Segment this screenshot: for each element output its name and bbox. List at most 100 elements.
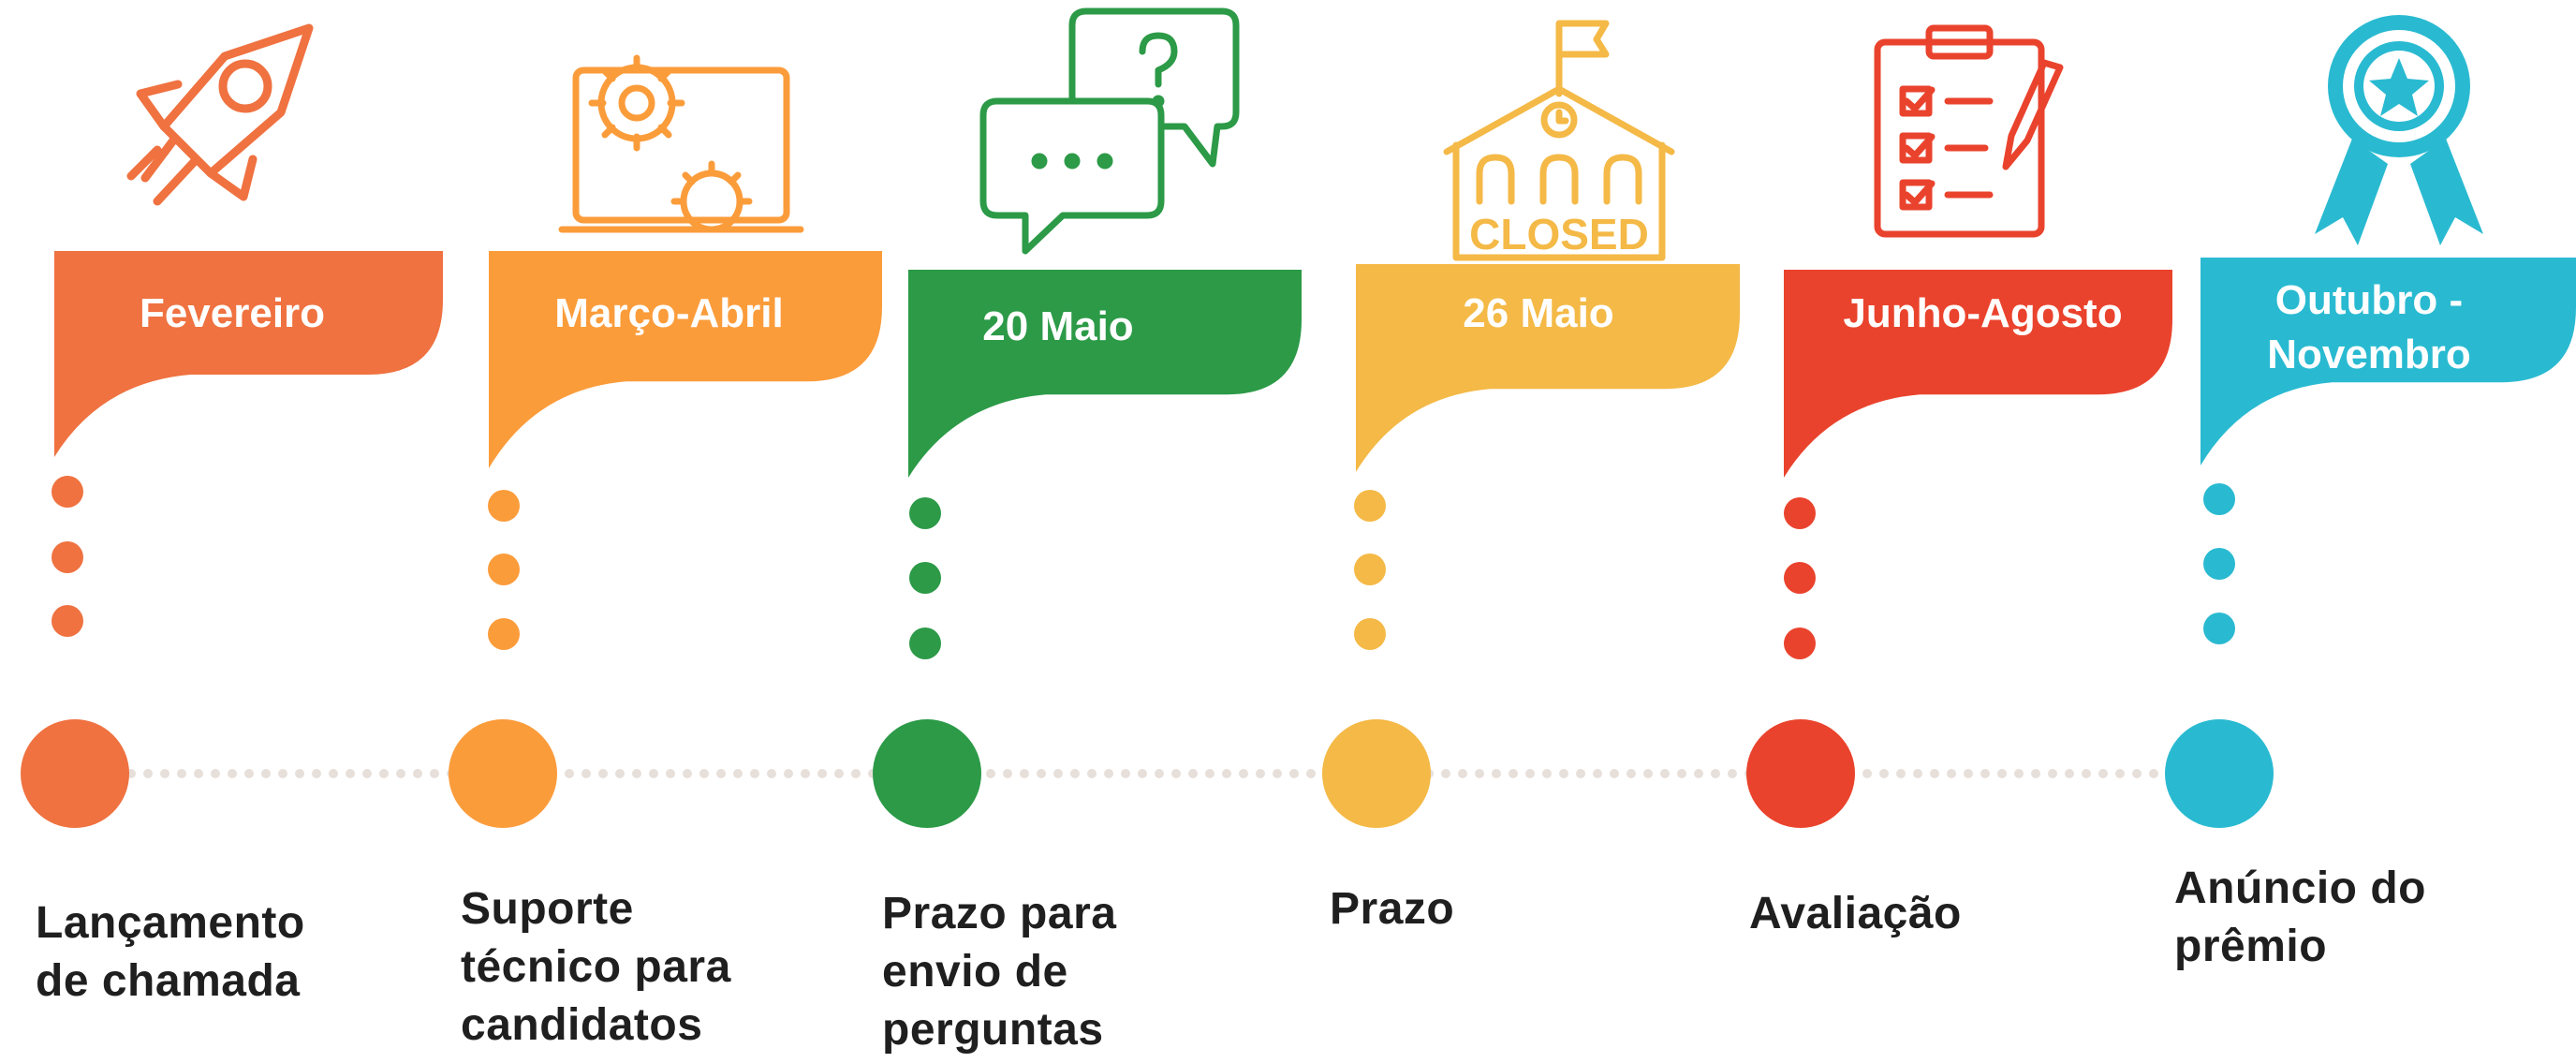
connector-dot	[143, 769, 153, 778]
date-label-junho-agosto: Junho-Agosto	[1843, 290, 2123, 336]
connector-dot	[581, 769, 591, 778]
connector-dot	[1559, 769, 1568, 778]
leader-dot	[1784, 627, 1816, 659]
connector-dot	[312, 769, 321, 778]
connector-dot	[767, 769, 776, 778]
connector-dot	[733, 769, 743, 778]
leader-dot	[2203, 483, 2235, 515]
connector-dot	[1087, 769, 1097, 778]
step-label-prazo: Prazo	[1330, 884, 1455, 934]
leader-dot	[52, 605, 83, 637]
connector-dot	[801, 769, 810, 778]
leader-dot	[2203, 548, 2235, 580]
chat-question-icon	[979, 7, 1240, 255]
timeline-node-3	[873, 719, 981, 828]
step-label-anuncio: Anúncio do prêmio	[2174, 864, 2426, 971]
connector-dot	[194, 769, 203, 778]
connector-dot	[2098, 769, 2108, 778]
connector-dot	[1273, 769, 1282, 778]
date-label-20-maio: 20 Maio	[982, 303, 1134, 349]
leader-dot	[909, 627, 941, 659]
connector-dot	[716, 769, 726, 778]
date-flag-5	[1784, 270, 2172, 478]
connector-dot	[1879, 769, 1889, 778]
connector-dot	[1525, 769, 1535, 778]
connector-dot	[834, 769, 844, 778]
leader-dot	[2203, 613, 2235, 644]
timeline-node-6	[2165, 719, 2274, 828]
connector-dot	[1037, 769, 1046, 778]
connector-dot	[2149, 769, 2158, 778]
connector-dot	[1441, 769, 1450, 778]
connector-dot	[1121, 769, 1130, 778]
connector-dot	[244, 769, 254, 778]
connector-dot	[1475, 769, 1484, 778]
leader-dot	[909, 497, 941, 529]
date-label-outubro-novembro: Outubro - Novembro	[2267, 277, 2471, 377]
connector-dot	[683, 769, 692, 778]
connector-dot	[1256, 769, 1265, 778]
connector-dot	[1930, 769, 1939, 778]
connector-dot	[1593, 769, 1602, 778]
connector-dot	[2031, 769, 2040, 778]
connector-dot	[1205, 769, 1214, 778]
connector-dot	[1677, 769, 1686, 778]
connector-dot	[413, 769, 422, 778]
date-label-fevereiro: Fevereiro	[139, 290, 326, 336]
connector-dot	[1627, 769, 1636, 778]
date-label-marco-abril: Março-Abril	[554, 290, 784, 336]
connector-dot	[2048, 769, 2057, 778]
dotted-leaders	[52, 476, 2235, 659]
connector-dot	[784, 769, 793, 778]
connector-dot	[1610, 769, 1619, 778]
connector-dot	[565, 769, 574, 778]
connector-dot	[1289, 769, 1299, 778]
connector-dot	[1980, 769, 1990, 778]
connector-dot	[1896, 769, 1906, 778]
date-flag-6	[2201, 258, 2576, 465]
date-label-26-maio: 26 Maio	[1463, 290, 1614, 336]
connector-dot	[1576, 769, 1585, 778]
step-label-lancamento: Lançamento de chamada	[36, 898, 305, 1006]
leader-dot	[1354, 490, 1386, 522]
connector-dot	[1728, 769, 1737, 778]
connector-dot	[1947, 769, 1956, 778]
connector-dot	[1509, 769, 1518, 778]
connector-dot	[2115, 769, 2125, 778]
connector-dot	[1964, 769, 1973, 778]
leader-dot	[1354, 554, 1386, 585]
connector-dot	[1913, 769, 1922, 778]
connector-dot	[666, 769, 675, 778]
connector-dot	[851, 769, 861, 778]
connector-dot	[1171, 769, 1181, 778]
rocket-icon	[126, 23, 314, 206]
connector-dot	[632, 769, 641, 778]
connector-dot	[1070, 769, 1080, 778]
connector-dot	[1997, 769, 2007, 778]
connector-dot	[396, 769, 405, 778]
connector-dot	[379, 769, 389, 778]
connector-dot	[598, 769, 608, 778]
date-flag-2	[489, 251, 882, 468]
leader-dot	[488, 490, 520, 522]
timeline-node-2	[449, 719, 557, 828]
connector-dot	[1660, 769, 1670, 778]
timeline-node-4	[1322, 719, 1431, 828]
connector-dot	[278, 769, 287, 778]
connector-dot	[699, 769, 709, 778]
closed-sign-text: CLOSED	[1469, 210, 1649, 258]
leader-dot	[488, 618, 520, 650]
checklist-clipboard-icon	[1874, 24, 2064, 238]
connector-dot	[177, 769, 186, 778]
step-label-avaliacao: Avaliação	[1749, 889, 1962, 938]
leader-dot	[1784, 497, 1816, 529]
connector-dot	[1711, 769, 1720, 778]
connector-dot	[295, 769, 304, 778]
laptop-gears-icon	[558, 54, 804, 233]
connector-dot	[1053, 769, 1063, 778]
connector-dot	[160, 769, 169, 778]
connector-dot	[1222, 769, 1231, 778]
connector-dot	[750, 769, 759, 778]
